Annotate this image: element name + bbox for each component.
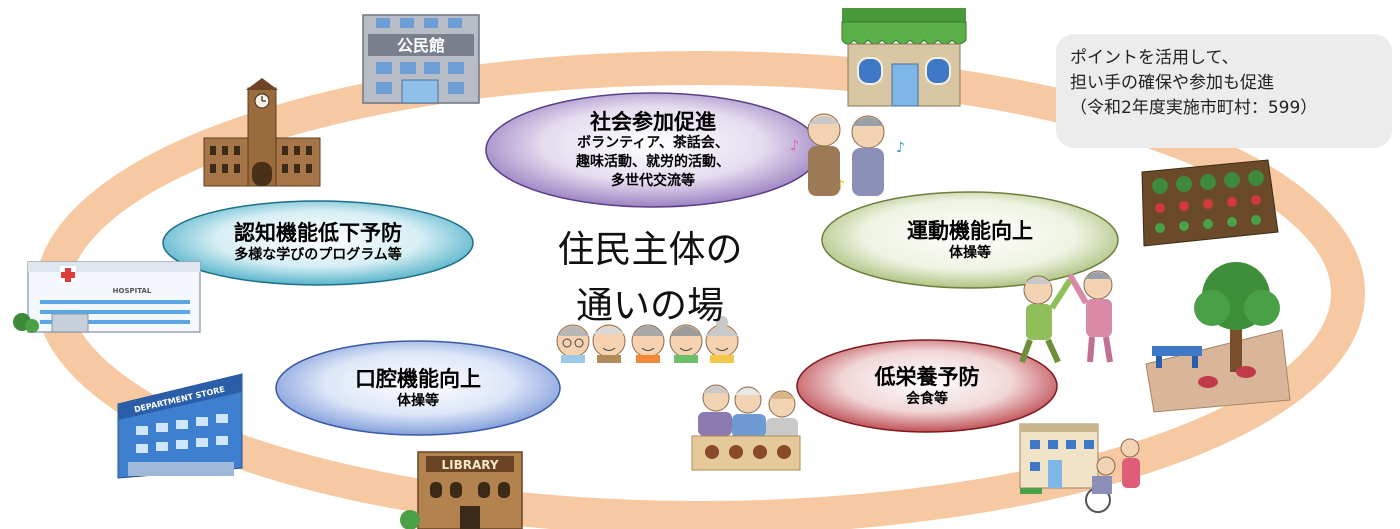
hospital-sign: HOSPITAL: [113, 287, 152, 295]
senior-faces-group: [556, 316, 739, 363]
cognitive-decline-prevention-ellipse: [162, 200, 474, 286]
community-hall-illustration: 公民館: [362, 14, 480, 104]
motor-function-title: 運動機能向上: [907, 219, 1033, 244]
hospital-illustration: HOSPITAL: [13, 261, 201, 333]
motor-function-detail: 体操等: [949, 244, 991, 261]
social-participation-title: 社会参加促進: [590, 109, 716, 134]
callout-bubble: [1056, 34, 1392, 148]
community-hall-sign: 公民館: [397, 36, 445, 55]
svg-text:♪: ♪: [836, 178, 845, 194]
cognitive-decline-prevention-label: 認知機能低下予防 多様な学びのプログラム等: [168, 212, 468, 274]
senior-face-2: [592, 324, 626, 363]
social-participation-detail-2: 趣味活動、就労的活動、: [576, 153, 730, 170]
senior-face-1: [556, 324, 590, 363]
dining-seniors-illustration: [691, 384, 801, 471]
undernutrition-prevention-title: 低栄養予防: [874, 365, 980, 390]
senior-face-5: [705, 316, 739, 363]
undernutrition-prevention-label: 低栄養予防 会食等: [800, 360, 1054, 414]
undernutrition-prevention-detail: 会食等: [906, 390, 948, 407]
svg-text:♪: ♪: [896, 140, 905, 156]
senior-face-4: [669, 324, 703, 363]
park-illustration: [1145, 262, 1291, 413]
motor-function-label: 運動機能向上 体操等: [830, 212, 1110, 270]
cognitive-decline-prevention-title: 認知機能低下予防: [234, 221, 402, 246]
singing-seniors-illustration: ♪ ♪ ♪: [790, 113, 905, 196]
social-participation-detail-3: 多世代交流等: [611, 172, 695, 189]
center-title: 住民主体の 通いの場: [525, 222, 775, 334]
oral-function-detail: 体操等: [397, 392, 439, 409]
callout-line-2: 担い手の確保や参加も促進: [1070, 73, 1274, 93]
school-clock-tower-illustration: [203, 78, 321, 187]
social-participation-label: 社会参加促進 ボランティア、茶話会、 趣味活動、就労的活動、 多世代交流等: [500, 98, 806, 202]
social-participation-detail-1: ボランティア、茶話会、: [577, 134, 729, 151]
center-title-line-2: 通いの場: [576, 284, 724, 327]
undernutrition-prevention-ellipse: [796, 339, 1058, 433]
farm-field-illustration: [1141, 159, 1279, 247]
shop-illustration: [841, 8, 967, 107]
library-illustration: LIBRARY: [400, 451, 523, 529]
callout-text: ポイントを活用して、 担い手の確保や参加も促進 （令和2年度実施市町村：599）: [1070, 46, 1390, 121]
center-title-line-1: 住民主体の: [557, 228, 743, 271]
callout-line-3: （令和2年度実施市町村：599）: [1070, 98, 1318, 118]
care-facility-illustration: [1019, 423, 1140, 513]
oral-function-ellipse: [275, 340, 561, 436]
exercising-seniors-illustration: [1019, 270, 1113, 364]
oral-function-label: 口腔機能向上 体操等: [290, 362, 546, 416]
callout-line-1: ポイントを活用して、: [1070, 48, 1239, 68]
motor-function-ellipse: [821, 191, 1119, 289]
senior-face-3: [631, 324, 665, 363]
department-store-illustration: DEPARTMENT STORE: [117, 373, 243, 479]
svg-text:♪: ♪: [790, 138, 799, 154]
oral-function-title: 口腔機能向上: [355, 367, 481, 392]
cognitive-decline-prevention-detail: 多様な学びのプログラム等: [234, 246, 402, 263]
library-sign: LIBRARY: [441, 458, 498, 472]
